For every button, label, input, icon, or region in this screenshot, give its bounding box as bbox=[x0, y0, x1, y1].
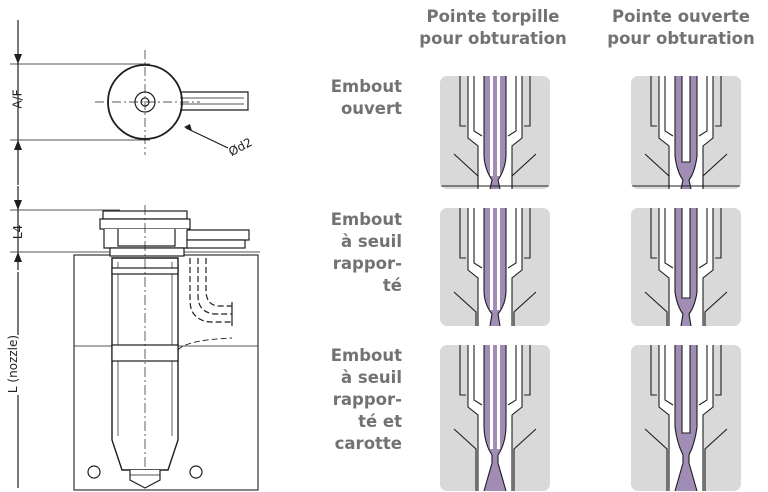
column-header-line: pour obturation bbox=[607, 29, 755, 48]
row-label-line: té et bbox=[358, 412, 402, 431]
row-label-inserted-gate-sprue: Embout à seuil rappor- té et carotte bbox=[300, 345, 402, 455]
dimension-label-af: A/F bbox=[10, 89, 25, 109]
panel-torpedo-inserted-gate-sprue bbox=[440, 345, 550, 491]
panel-torpedo-open bbox=[440, 76, 550, 189]
row-label-line: à seuil bbox=[341, 232, 402, 251]
column-header-line: pour obturation bbox=[419, 29, 567, 48]
dimension-label-l-nozzle: L (nozzle) bbox=[6, 334, 21, 394]
column-header-open-tip: Pointe ouverte pour obturation bbox=[596, 6, 766, 50]
column-header-line: Pointe torpille bbox=[426, 7, 560, 26]
panel-torpedo-inserted-gate bbox=[440, 208, 550, 326]
column-header-torpedo-tip: Pointe torpille pour obturation bbox=[408, 6, 578, 50]
row-label-line: Embout bbox=[330, 77, 402, 96]
locating-hole-right bbox=[189, 465, 203, 479]
dimension-label-l4: L4 bbox=[11, 224, 26, 240]
row-label-line: rappor- bbox=[332, 254, 402, 273]
row-label-line: té bbox=[382, 276, 402, 295]
row-label-line: ouvert bbox=[340, 99, 402, 118]
panel-open-tip-inserted-gate bbox=[631, 208, 741, 326]
column-header-line: Pointe ouverte bbox=[612, 7, 750, 26]
panel-open-tip-open bbox=[631, 76, 741, 189]
row-label-line: Embout bbox=[330, 210, 402, 229]
row-label-line: rappor- bbox=[332, 390, 402, 409]
row-label-line: Embout bbox=[330, 346, 402, 365]
row-label-line: carotte bbox=[334, 434, 402, 453]
row-label-line: à seuil bbox=[341, 368, 402, 387]
row-label-inserted-gate: Embout à seuil rappor- té bbox=[300, 209, 402, 297]
panel-open-tip-inserted-gate-sprue bbox=[631, 345, 741, 491]
row-label-open-nozzle: Embout ouvert bbox=[300, 76, 402, 120]
nozzle-technical-drawing bbox=[10, 20, 260, 491]
locating-hole-left bbox=[87, 465, 101, 479]
